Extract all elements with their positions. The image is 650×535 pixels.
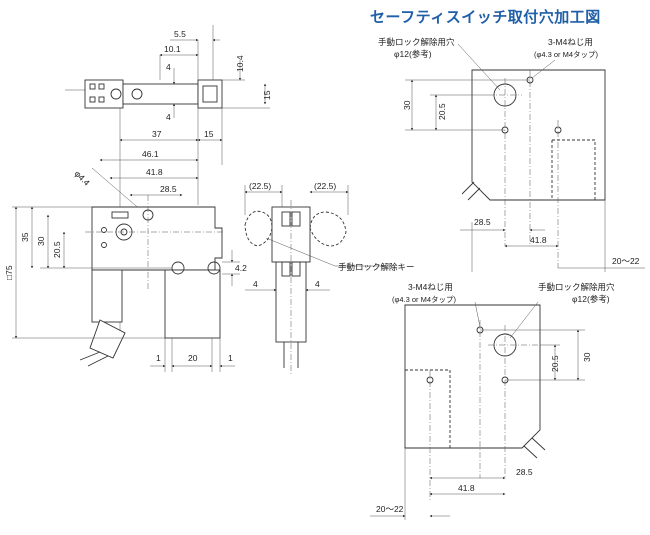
hole-pattern-bottom: 3-M4ねじ用 (φ4.3 or M4タップ) 手動ロック解除用穴 φ12(参考… <box>370 282 615 520</box>
dim-30: 30 <box>36 236 46 246</box>
dim-20-22-bottom: 20〜22 <box>376 504 404 514</box>
dim-10-1: 10.1 <box>164 44 181 54</box>
label-hole-size-bottom: φ12(参考) <box>572 294 610 304</box>
dim-35: 35 <box>20 232 30 242</box>
dim-1-left: 1 <box>156 353 161 363</box>
label-hole-size-top: φ12(参考) <box>394 49 432 59</box>
dim-15-side: 15 <box>204 129 214 139</box>
dim-30-bottom: 30 <box>582 352 592 362</box>
dim-20-5-bottom: 20.5 <box>550 355 560 372</box>
dim-30-top: 30 <box>402 100 412 110</box>
label-hole-top: 手動ロック解除用穴 <box>378 37 455 47</box>
label-hole-bottom: 手動ロック解除用穴 <box>538 282 615 292</box>
dim-20-bottom: 20 <box>188 353 198 363</box>
dim-20-5-top: 20.5 <box>437 103 447 120</box>
dim-20-5: 20.5 <box>52 241 62 258</box>
dim-22-5-right: (22.5) <box>314 181 336 191</box>
dim-4-front-left: 4 <box>253 279 258 289</box>
dim-15-top: 15 <box>262 90 272 100</box>
dim-46-1: 46.1 <box>142 149 159 159</box>
dim-28-5: 28.5 <box>160 184 177 194</box>
dim-28-5-top: 28.5 <box>474 217 491 227</box>
dim-1-right: 1 <box>228 353 233 363</box>
switch-side-view: 37 15 46.1 41.8 28.5 φ4.4 <box>4 108 247 372</box>
dim-41-8: 41.8 <box>146 167 163 177</box>
dim-phi-4-4: φ4.4 <box>73 168 93 188</box>
dim-4b: 4 <box>166 112 171 122</box>
label-tap-bottom: 3-M4ねじ用 <box>408 282 453 292</box>
dim-4a: 4 <box>166 62 171 72</box>
dim-41-8-top: 41.8 <box>530 235 547 245</box>
label-manual-key: 手動ロック解除キー <box>338 262 415 272</box>
dim-4-front-right: 4 <box>315 279 320 289</box>
label-tap-size-bottom: (φ4.3 or M4タップ) <box>392 295 457 304</box>
drawing-title: セーフティスイッチ取付穴加工図 <box>370 8 601 26</box>
dim-sq-75: □75 <box>4 265 14 280</box>
hole-pattern-top: 手動ロック解除用穴 φ12(参考) 3-M4ねじ用 (φ4.3 or M4タップ… <box>378 37 645 272</box>
switch-front-view: (22.5) (22.5) 手動ロック解除キー 4 4 <box>244 181 415 375</box>
dim-22-5-left: (22.5) <box>249 181 271 191</box>
switch-top-view: 5.5 10.1 4 4 10.4 15 <box>65 25 272 122</box>
label-tap-top: 3-M4ねじ用 <box>548 37 593 47</box>
dim-41-8-bottom: 41.8 <box>458 483 475 493</box>
dim-4-2: 4.2 <box>235 263 247 273</box>
dim-10-4: 10.4 <box>235 55 245 72</box>
dim-20-22-top: 20〜22 <box>612 256 640 266</box>
dim-28-5-bottom: 28.5 <box>516 467 533 477</box>
dim-37: 37 <box>152 129 162 139</box>
dim-5-5: 5.5 <box>174 29 186 39</box>
label-tap-size-top: (φ4.3 or M4タップ) <box>534 50 599 59</box>
